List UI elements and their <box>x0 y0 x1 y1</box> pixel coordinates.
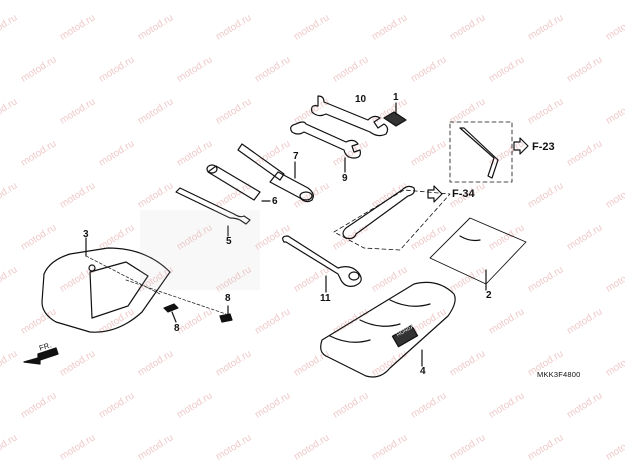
tool-pouch-4 <box>320 281 456 378</box>
label-8b: 8 <box>174 323 180 334</box>
clip-1 <box>383 102 407 127</box>
ref-f34[interactable]: F-34 <box>452 188 475 200</box>
socket-6 <box>206 164 271 202</box>
spanner-11 <box>282 235 362 293</box>
label-7: 7 <box>293 151 299 162</box>
label-4: 4 <box>420 366 426 377</box>
halftone-pattern <box>140 210 260 290</box>
drawing-code: MKK3F4800 <box>537 370 581 379</box>
screw-8a <box>163 303 179 323</box>
cover-assembly-3 <box>41 237 227 333</box>
pin-spanner <box>333 185 451 251</box>
box-wrench-7 <box>237 143 314 203</box>
open-wrench-10 <box>311 95 389 137</box>
label-9: 9 <box>342 173 348 184</box>
label-10: 10 <box>355 94 367 105</box>
label-3: 3 <box>83 229 89 240</box>
label-6: 6 <box>272 196 278 207</box>
front-arrow <box>23 347 59 365</box>
label-8a: 8 <box>225 293 231 304</box>
label-1: 1 <box>393 92 399 103</box>
label-11: 11 <box>320 293 331 304</box>
owner-cloth-2 <box>429 217 527 291</box>
label-5: 5 <box>226 236 232 247</box>
ref-f23[interactable]: F-23 <box>532 141 555 153</box>
hex-key <box>449 121 529 183</box>
screwdriver-5 <box>175 187 251 237</box>
double-wrench-9 <box>290 121 361 173</box>
screw-8b <box>219 305 233 323</box>
label-2: 2 <box>486 290 492 301</box>
